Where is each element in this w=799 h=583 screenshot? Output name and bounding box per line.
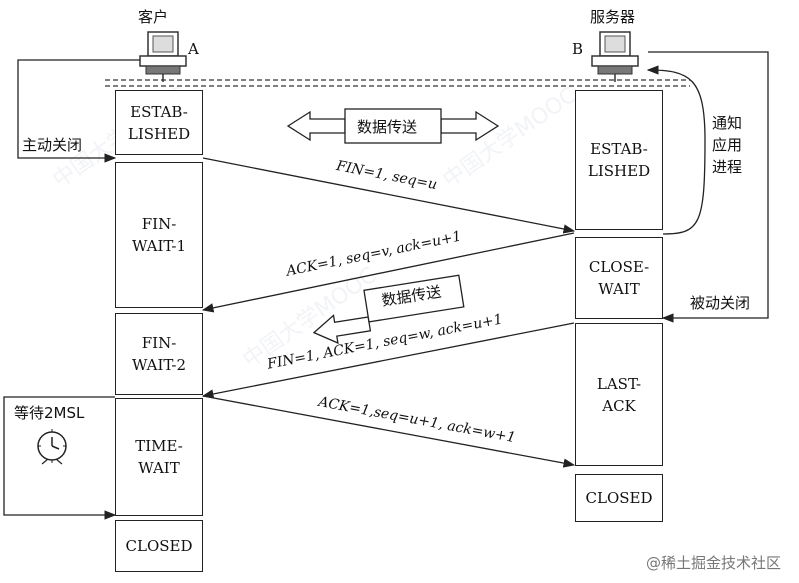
message-arrow-fin — [202, 157, 576, 234]
data-transfer-double-arrow — [286, 108, 500, 144]
client-state-closed: CLOSED — [115, 520, 203, 572]
clock-icon — [37, 429, 67, 465]
active-close-label: 主动关闭 — [22, 136, 83, 154]
server-state-last-ack: LAST- ACK — [575, 323, 663, 466]
wait-2msl-path — [3, 396, 117, 520]
site-watermark: @稀土掘金技术社区 — [645, 554, 781, 572]
message-arrow-final-ack — [202, 395, 576, 468]
active-close-path — [17, 59, 140, 163]
passive-close-path — [648, 51, 769, 323]
client-state-time-wait: TIME- WAIT — [115, 398, 203, 516]
passive-close-label: 被动关闭 — [690, 294, 751, 312]
server-letter: B — [572, 40, 584, 58]
notify-app-label: 通知 应用 进程 — [712, 114, 743, 176]
computer-icon — [591, 31, 639, 82]
client-state-established: ESTAB- LISHED — [115, 90, 203, 155]
wait-2msl-label: 等待2MSL — [14, 404, 85, 422]
message-arrow-fin-ack — [201, 322, 575, 399]
client-state-fin-wait-2: FIN- WAIT-2 — [115, 313, 203, 395]
data-transfer-left-arrow — [312, 274, 465, 345]
client-letter: A — [188, 40, 199, 58]
data-transfer-label: 数据传送 — [357, 118, 418, 136]
server-state-close-wait: CLOSE- WAIT — [575, 237, 663, 319]
client-state-fin-wait-1: FIN- WAIT-1 — [115, 162, 203, 308]
server-state-established: ESTAB- LISHED — [575, 90, 663, 230]
computer-icon — [139, 31, 187, 82]
server-state-closed: CLOSED — [575, 474, 663, 522]
server-title: 服务器 — [590, 8, 636, 26]
notify-app-path — [646, 65, 706, 235]
message-arrow-ack — [201, 232, 575, 313]
client-title: 客户 — [138, 8, 169, 26]
